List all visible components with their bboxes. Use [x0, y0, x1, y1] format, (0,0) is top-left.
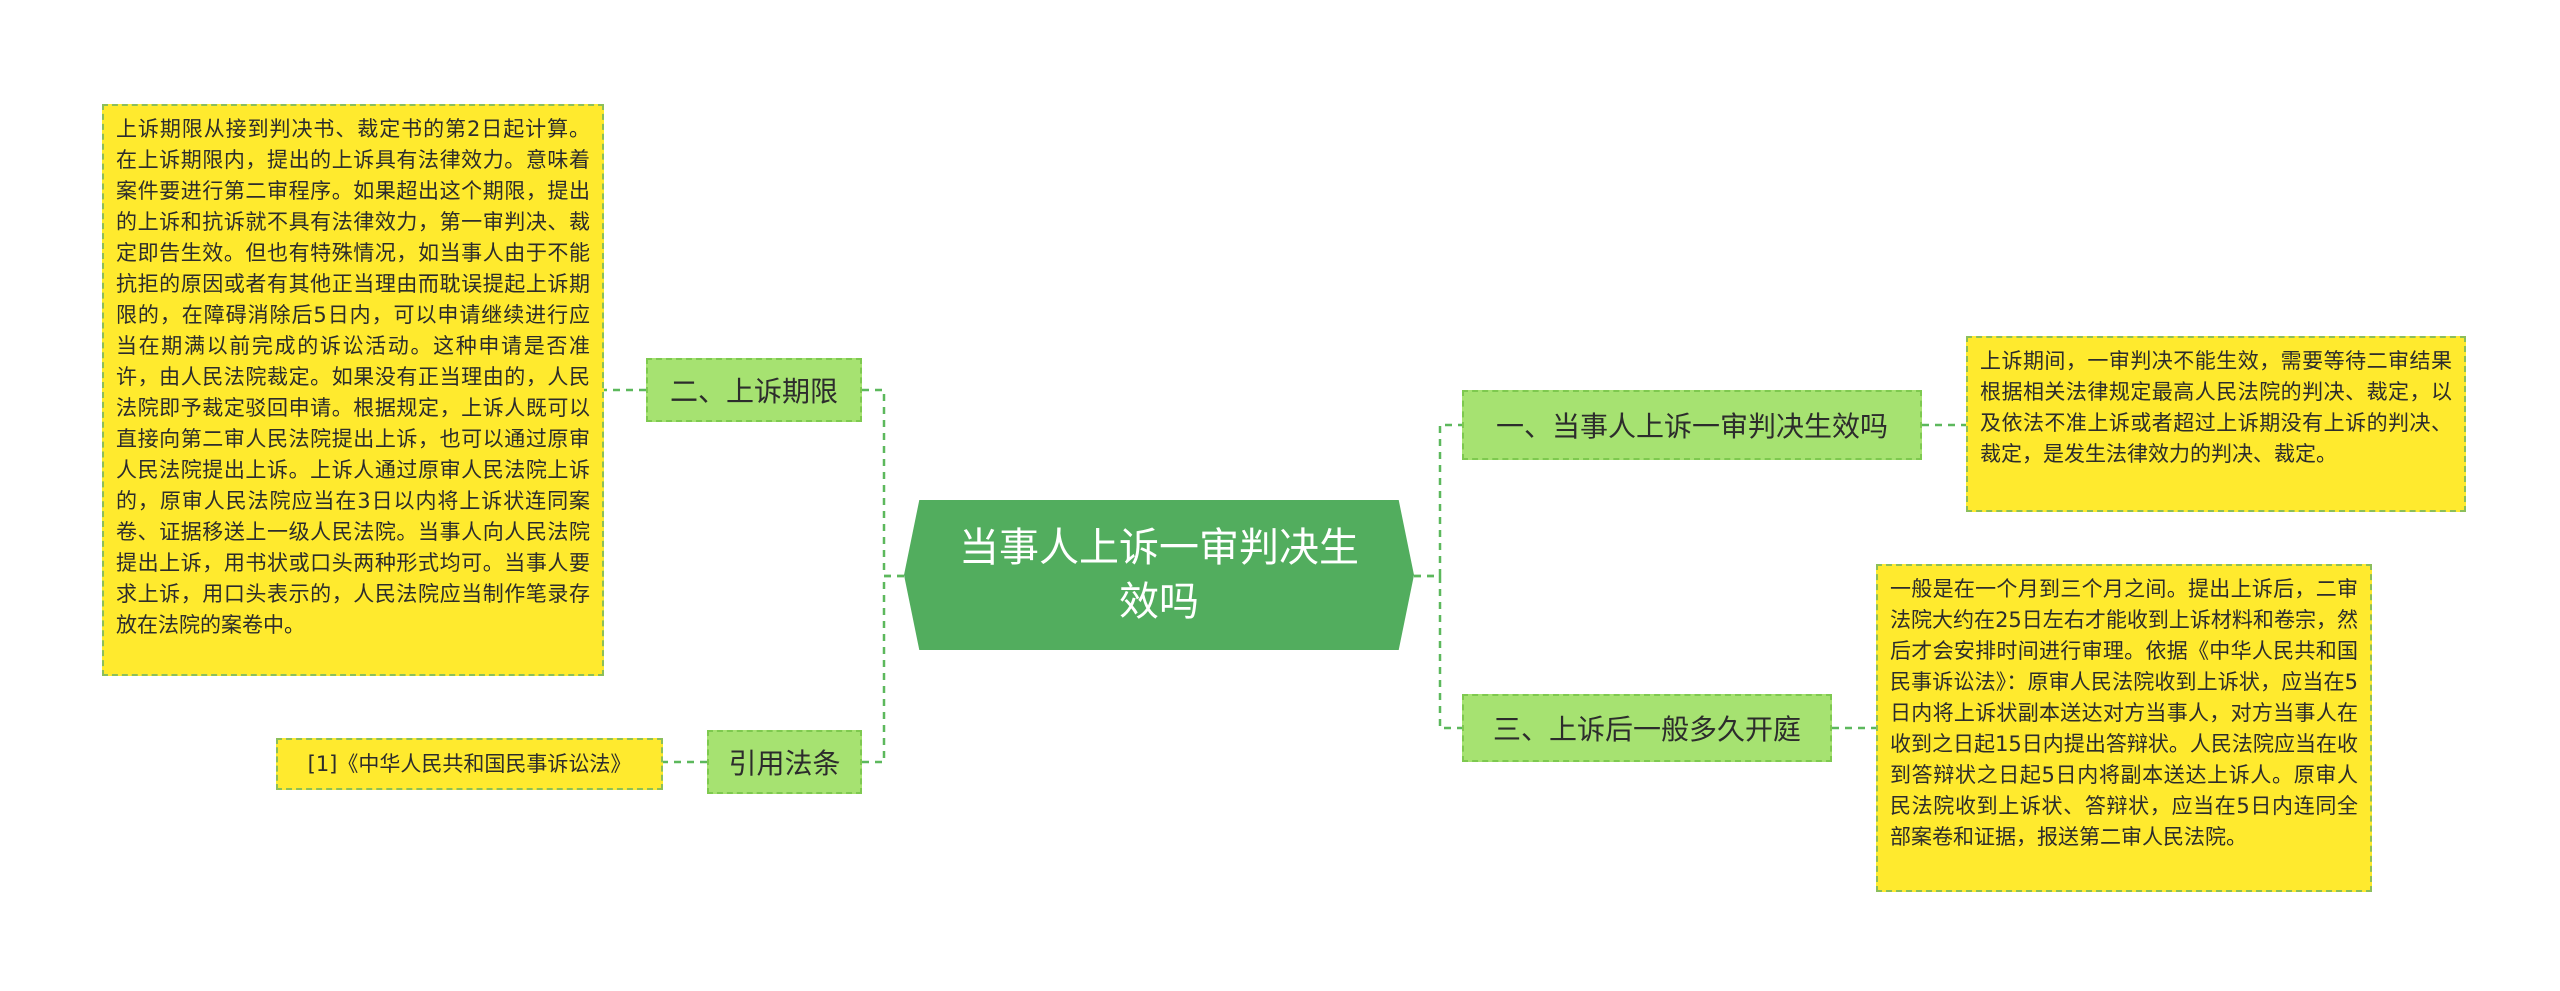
link-center-right-2: [1414, 574, 1462, 730]
central-topic[interactable]: 当事人上诉一审判决生效吗: [904, 500, 1414, 650]
branch-hearing-time-label: 三、上诉后一般多久开庭: [1492, 713, 1801, 746]
link-center-left-2: [862, 574, 904, 764]
note-judgment-effective-text: 上诉期间，一审判决不能生效，需要等待二审结果根据相关法律规定最高人民法院的判决、…: [1980, 349, 2452, 466]
note-cited-law: [1]《中华人民共和国民事诉讼法》: [276, 738, 663, 790]
branch-appeal-deadline[interactable]: 二、上诉期限: [646, 358, 862, 422]
branch-cited-law-label: 引用法条: [728, 747, 841, 780]
note-appeal-deadline-text: 上诉期限从接到判决书、裁定书的第2日起计算。在上诉期限内，提出的上诉具有法律效力…: [116, 117, 590, 637]
link-center-left-1: [862, 388, 904, 578]
note-judgment-effective: 上诉期间，一审判决不能生效，需要等待二审结果根据相关法律规定最高人民法院的判决、…: [1966, 336, 2466, 512]
note-hearing-time-text: 一般是在一个月到三个月之间。提出上诉后，二审法院大约在25日左右才能收到上诉材料…: [1890, 577, 2358, 849]
note-cited-law-text: [1]《中华人民共和国民事诉讼法》: [307, 751, 632, 776]
note-hearing-time: 一般是在一个月到三个月之间。提出上诉后，二审法院大约在25日左右才能收到上诉材料…: [1876, 564, 2372, 892]
branch-appeal-deadline-label: 二、上诉期限: [669, 375, 838, 408]
branch-judgment-effective[interactable]: 一、当事人上诉一审判决生效吗: [1462, 390, 1922, 460]
note-appeal-deadline: 上诉期限从接到判决书、裁定书的第2日起计算。在上诉期限内，提出的上诉具有法律效力…: [102, 104, 604, 676]
branch-judgment-effective-label: 一、当事人上诉一审判决生效吗: [1495, 410, 1888, 443]
link-center-right-1: [1414, 423, 1462, 578]
branch-cited-law[interactable]: 引用法条: [707, 730, 862, 794]
central-topic-label: 当事人上诉一审判决生效吗: [959, 525, 1359, 625]
branch-hearing-time[interactable]: 三、上诉后一般多久开庭: [1462, 694, 1832, 762]
